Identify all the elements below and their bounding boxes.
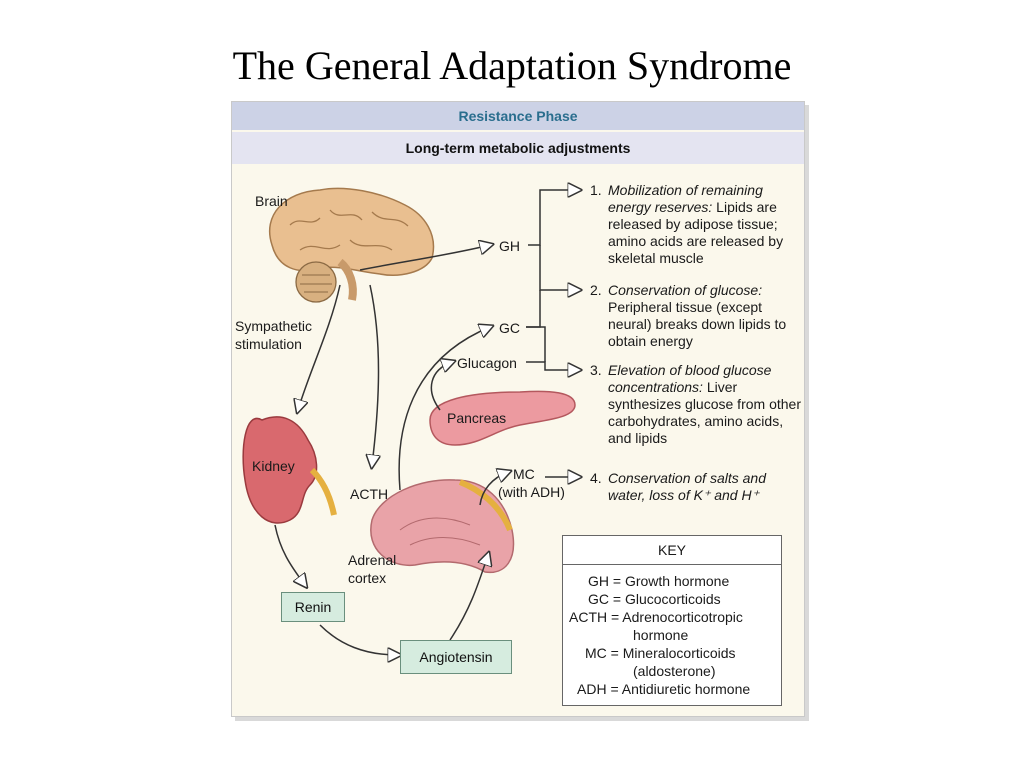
key-row-gh: GH = Growth hormone xyxy=(588,573,730,589)
label-sympathetic: Sympathetic xyxy=(235,318,313,334)
effect-4-heading: Conservation of salts and water, loss of… xyxy=(608,470,766,503)
brain-illustration xyxy=(269,187,435,303)
effect-2-heading: Conservation of glucose: xyxy=(608,282,763,298)
phase-subtitle: Long-term metabolic adjustments xyxy=(232,132,804,164)
label-mc: MC xyxy=(513,466,535,482)
key-row-mc-cont: (aldosterone) xyxy=(633,663,716,679)
label-gh: GH xyxy=(499,238,520,254)
label-cortex: cortex xyxy=(348,570,387,586)
label-adrenal: Adrenal xyxy=(348,552,397,568)
effect-1-heading: Mobilization of remaining energy reserve… xyxy=(608,182,763,215)
label-stimulation: stimulation xyxy=(235,336,302,352)
key-row-acth-cont: hormone xyxy=(633,627,689,643)
label-brain: Brain xyxy=(255,193,288,209)
label-pancreas: Pancreas xyxy=(447,410,507,426)
effect-1-text: Lipids are released by adipose tissue; a… xyxy=(608,199,784,266)
key-row-adh: ADH = Antidiuretic hormone xyxy=(577,681,751,697)
effect-3-text: Liver synthesizes glucose from other car… xyxy=(608,379,801,446)
effect-2-text: Peripheral tissue (except neural) breaks… xyxy=(608,299,787,349)
effect-1: 1. Mobilization of remaining energy reser… xyxy=(590,182,808,267)
effect-2-number: 2. xyxy=(590,282,602,298)
pancreas-illustration xyxy=(429,390,576,446)
effect-4-number: 4. xyxy=(590,470,602,486)
label-kidney: Kidney xyxy=(252,458,295,474)
effect-3: 3. Elevation of blood glucose concentrati… xyxy=(590,362,808,447)
effect-3-heading: Elevation of blood glucose concentration… xyxy=(608,362,772,395)
key-row-mc: MC = Mineralocorticoids xyxy=(585,645,736,661)
label-glucagon: Glucagon xyxy=(457,355,517,371)
key-box: KEY GH = Growth hormone GC = Glucocortic… xyxy=(562,535,782,706)
key-title: KEY xyxy=(563,536,781,565)
effect-2: 2. Conservation of glucose: Peripheral ti… xyxy=(590,282,808,350)
angiotensin-box: Angiotensin xyxy=(400,640,512,674)
effect-3-number: 3. xyxy=(590,362,602,378)
effect-4: 4. Conservation of salts and water, loss … xyxy=(590,470,793,504)
phase-header: Resistance Phase xyxy=(232,102,804,130)
effect-1-number: 1. xyxy=(590,182,602,198)
renin-box: Renin xyxy=(281,592,345,622)
label-acth: ACTH xyxy=(350,486,389,502)
label-with-adh: (with ADH) xyxy=(498,484,565,500)
slide-title: The General Adaptation Syndrome xyxy=(232,43,792,88)
key-row-gc: GC = Glucocorticoids xyxy=(588,591,721,607)
label-gc: GC xyxy=(499,320,520,336)
kidney-illustration xyxy=(242,416,337,524)
key-row-acth: ACTH = Adrenocorticotropic xyxy=(569,609,743,625)
